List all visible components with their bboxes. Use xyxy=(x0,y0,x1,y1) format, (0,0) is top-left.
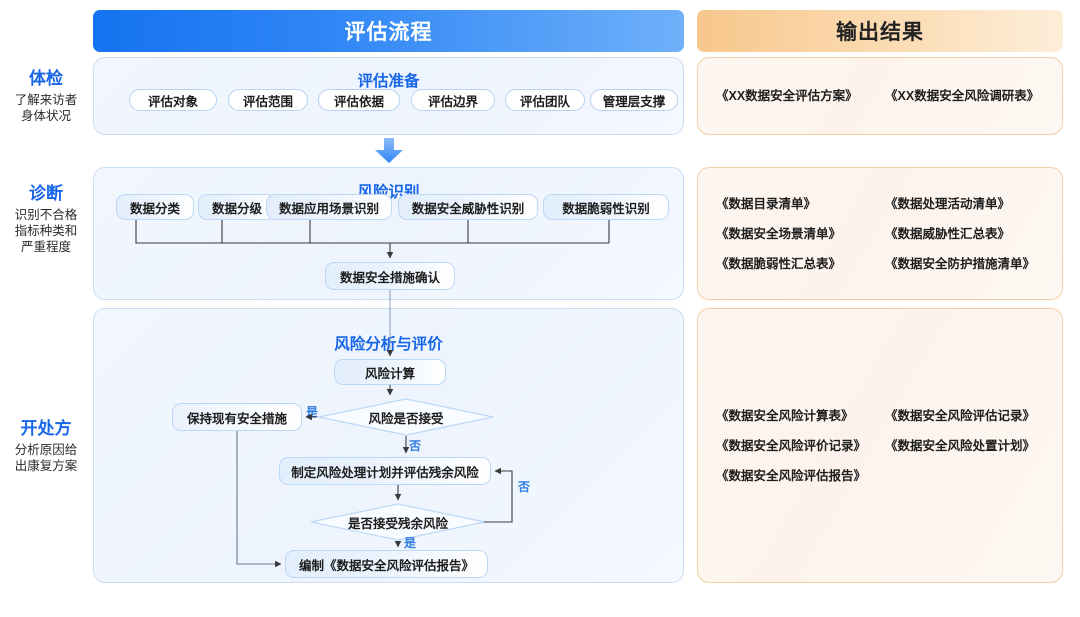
output-panel-risk-analysis: 《数据安全风险计算表》 《数据安全风险评估记录》 《数据安全风险评价记录》 《数… xyxy=(697,308,1063,583)
stage-label-diagnosis: 诊断 识别不合格 指标种类和 严重程度 xyxy=(2,183,90,255)
stage-desc-line: 了解来访者 xyxy=(14,93,78,107)
section-flow-arrow-icon xyxy=(374,138,404,169)
box-treatment-plan-residual-risk[interactable]: 制定风险处理计划并评估残余风险 xyxy=(279,457,491,485)
output-doc: 《数据安全风险处置计划》 xyxy=(885,438,1036,453)
header-assessment-flow: 评估流程 xyxy=(93,10,684,52)
decision-risk-acceptable-label: 风险是否接受 xyxy=(368,411,444,426)
edge-label-residual-no: 否 xyxy=(518,480,531,494)
edge-label-accept-no: 否 xyxy=(409,439,422,453)
output-doc: 《数据安全风险评价记录》 xyxy=(716,438,867,453)
box-data-scenario-identification[interactable]: 数据应用场景识别 xyxy=(266,194,392,220)
box-data-classification[interactable]: 数据分类 xyxy=(116,194,194,220)
decision-residual-risk-label: 是否接受残余风险 xyxy=(347,516,448,531)
output-doc: 《数据目录清单》 xyxy=(716,196,817,211)
pill-management-support[interactable]: 管理层支撑 xyxy=(590,89,678,111)
box-data-grading[interactable]: 数据分级 xyxy=(198,194,276,220)
panel-title-risk-analysis: 风险分析与评价 xyxy=(334,336,443,353)
stage-desc-line: 识别不合格 xyxy=(14,208,78,222)
stage-label-checkup: 体检 了解来访者 身体状况 xyxy=(2,68,90,124)
output-doc: 《数据安全场景清单》 xyxy=(716,226,842,241)
output-doc: 《数据安全风险评估报告》 xyxy=(716,468,867,483)
output-panel-risk-identification: 《数据目录清单》 《数据处理活动清单》 《数据安全场景清单》 《数据威胁性汇总表… xyxy=(697,167,1063,300)
edge-label-residual-yes: 是 xyxy=(404,536,417,550)
output-doc: 《XX数据安全风险调研表》 xyxy=(885,89,1040,103)
stage-title: 开处方 xyxy=(20,419,72,438)
output-doc: 《数据安全风险评估记录》 xyxy=(885,408,1036,423)
decision-risk-acceptable[interactable]: 风险是否接受 xyxy=(318,398,494,436)
box-risk-calculation[interactable]: 风险计算 xyxy=(334,359,446,385)
box-data-threat-identification[interactable]: 数据安全威胁性识别 xyxy=(398,194,538,220)
decision-residual-risk-acceptable[interactable]: 是否接受残余风险 xyxy=(310,503,486,541)
output-doc: 《数据处理活动清单》 xyxy=(885,196,1011,211)
stage-desc-line: 出康复方案 xyxy=(14,459,78,473)
pill-assessment-boundary[interactable]: 评估边界 xyxy=(411,89,495,111)
stage-title: 体检 xyxy=(29,69,63,88)
box-compile-assessment-report[interactable]: 编制《数据安全风险评估报告》 xyxy=(285,550,488,578)
stage-desc-line: 指标种类和 xyxy=(14,224,78,238)
output-doc: 《数据安全防护措施清单》 xyxy=(885,256,1036,271)
pill-assessment-team[interactable]: 评估团队 xyxy=(505,89,585,111)
pill-assessment-object[interactable]: 评估对象 xyxy=(129,89,217,111)
stage-desc-line: 分析原因给 xyxy=(14,443,78,457)
pill-assessment-scope[interactable]: 评估范围 xyxy=(228,89,308,111)
header-output-label: 输出结果 xyxy=(836,21,924,44)
header-flow-label: 评估流程 xyxy=(344,21,433,44)
box-data-vulnerability-identification[interactable]: 数据脆弱性识别 xyxy=(543,194,669,220)
panel-title-preparation: 评估准备 xyxy=(357,73,420,90)
stage-title: 诊断 xyxy=(29,184,63,203)
stage-label-prescription: 开处方 分析原因给 出康复方案 xyxy=(2,418,90,474)
edge-label-accept-yes: 是 xyxy=(306,405,319,419)
box-keep-existing-measures[interactable]: 保持现有安全措施 xyxy=(172,403,302,431)
output-doc xyxy=(885,461,1062,491)
output-doc: 《XX数据安全评估方案》 xyxy=(716,89,858,103)
output-doc: 《数据威胁性汇总表》 xyxy=(885,226,1011,241)
panel-risk-analysis-evaluation: 风险分析与评价 xyxy=(93,308,684,583)
output-panel-preparation: 《XX数据安全评估方案》 《XX数据安全风险调研表》 xyxy=(697,57,1063,135)
stage-desc-line: 严重程度 xyxy=(20,240,71,254)
header-output-results: 输出结果 xyxy=(697,10,1063,52)
output-doc: 《数据脆弱性汇总表》 xyxy=(716,256,842,271)
box-security-measure-confirmation[interactable]: 数据安全措施确认 xyxy=(325,262,455,290)
stage-desc-line: 身体状况 xyxy=(20,109,71,123)
output-doc: 《数据安全风险计算表》 xyxy=(716,408,854,423)
pill-assessment-basis[interactable]: 评估依据 xyxy=(318,89,400,111)
